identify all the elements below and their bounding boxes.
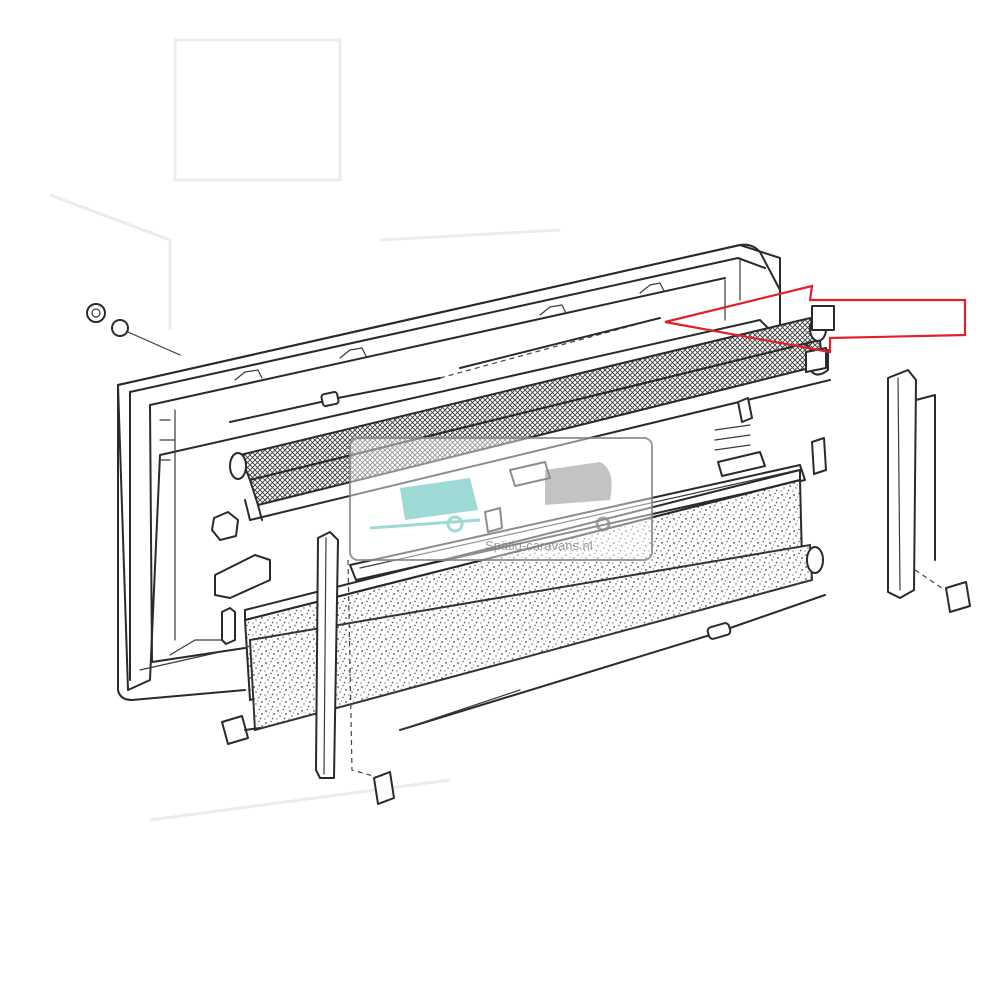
watermark: Spätig-caravans.nl bbox=[349, 437, 653, 561]
clip-part-lower bbox=[221, 607, 236, 645]
flyscreen-roller bbox=[229, 305, 835, 521]
handle-cover-part bbox=[214, 554, 271, 599]
left-guide-rail bbox=[315, 531, 395, 805]
clip-part-upper bbox=[211, 511, 239, 541]
roller-end-cap-left bbox=[229, 452, 247, 480]
upper-tension-rod bbox=[229, 317, 661, 423]
car-logo-icon bbox=[545, 462, 612, 505]
screw-shaft bbox=[127, 331, 181, 356]
latch-part-small bbox=[484, 507, 503, 533]
caravan-logo-icon bbox=[400, 478, 478, 520]
blackout-blind bbox=[221, 469, 824, 745]
screw-set bbox=[86, 303, 181, 356]
blind-end-cap-right bbox=[806, 546, 824, 574]
blind-end-bracket-left bbox=[221, 715, 249, 745]
right-guide-rail bbox=[887, 369, 971, 613]
callout-arrow-pointer-icon bbox=[664, 284, 967, 354]
watermark-text: Spätig-caravans.nl bbox=[485, 538, 593, 553]
lower-tension-rod bbox=[399, 594, 826, 731]
background-ghost-lines bbox=[49, 38, 561, 822]
rail-end-cap-left bbox=[373, 771, 395, 805]
window-frame bbox=[117, 243, 781, 701]
hinge-clip-part bbox=[737, 397, 753, 423]
rail-end-cap-right bbox=[945, 581, 971, 613]
side-clip-part bbox=[811, 437, 827, 475]
bolt-part bbox=[111, 319, 129, 337]
nut-part bbox=[86, 303, 106, 323]
middle-rail bbox=[349, 347, 827, 581]
handle-recess-part bbox=[717, 451, 766, 477]
roller-bracket-right bbox=[811, 305, 835, 331]
left-clips bbox=[211, 511, 271, 645]
